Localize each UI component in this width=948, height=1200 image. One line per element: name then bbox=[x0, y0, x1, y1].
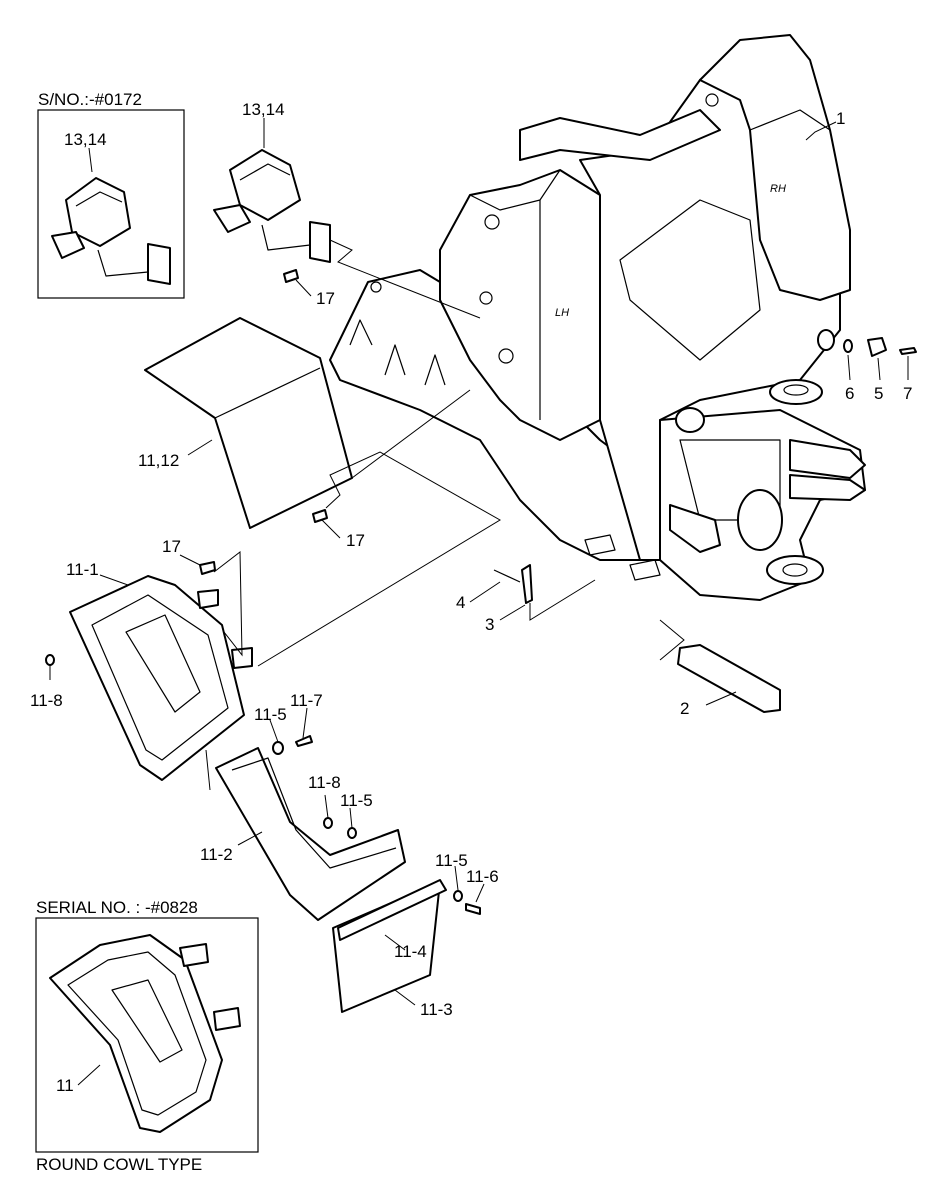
callout-11: 11 bbox=[56, 1076, 74, 1095]
callout-7: 7 bbox=[903, 384, 912, 403]
link-part bbox=[677, 644, 781, 713]
pivot-parts bbox=[843, 337, 917, 357]
cowl-part bbox=[144, 317, 353, 529]
callout-13-14-inset: 13,14 bbox=[64, 130, 107, 149]
round-cowl-fender bbox=[49, 934, 241, 1133]
sno-inset-step bbox=[51, 177, 171, 285]
callout-1: 1 bbox=[836, 109, 845, 128]
callout-11-3: 11-3 bbox=[420, 1000, 453, 1019]
callout-2: 2 bbox=[680, 699, 689, 718]
callout-11-8-left: 11-8 bbox=[30, 691, 63, 710]
callout-11-1: 11-1 bbox=[66, 560, 99, 579]
leader-lines bbox=[49, 118, 909, 1086]
callout-11-6: 11-6 bbox=[466, 867, 499, 886]
fasteners bbox=[45, 269, 481, 915]
callout-11-7: 11-7 bbox=[290, 691, 323, 710]
callout-17-left: 17 bbox=[162, 537, 181, 556]
pin-parts bbox=[493, 564, 533, 604]
step-part bbox=[213, 149, 331, 263]
callout-11-2: 11-2 bbox=[200, 845, 233, 864]
serial-inset-frame bbox=[35, 917, 259, 1153]
callout-11-5-upper: 11-5 bbox=[254, 705, 287, 724]
callout-17-middle: 17 bbox=[346, 531, 365, 550]
callout-17-top: 17 bbox=[316, 289, 335, 308]
fender-part bbox=[69, 575, 253, 781]
lh-mark: LH bbox=[555, 307, 569, 319]
serial-inset-caption: SERIAL NO. : -#0828 bbox=[36, 898, 198, 917]
callout-13-14: 13,14 bbox=[242, 100, 285, 119]
sno-inset-caption: S/NO.:-#0172 bbox=[38, 90, 142, 109]
sno-inset-frame bbox=[37, 109, 185, 299]
main-frame bbox=[329, 34, 866, 601]
callout-11-5-middle: 11-5 bbox=[340, 791, 373, 810]
callout-5: 5 bbox=[874, 384, 883, 403]
rh-mark: RH bbox=[770, 183, 786, 195]
guide-lines bbox=[205, 239, 685, 791]
round-cowl-caption: ROUND COWL TYPE bbox=[36, 1155, 202, 1174]
callout-11-5-lower: 11-5 bbox=[435, 851, 468, 870]
rear-fender-part bbox=[215, 747, 406, 921]
callout-11-12: 11,12 bbox=[138, 451, 179, 470]
callout-11-8-right: 11-8 bbox=[308, 773, 341, 792]
callout-4: 4 bbox=[456, 593, 465, 612]
callout-6: 6 bbox=[845, 384, 854, 403]
callout-3: 3 bbox=[485, 615, 494, 634]
callout-11-4: 11-4 bbox=[394, 942, 427, 961]
mud-flap-part bbox=[332, 879, 447, 1013]
